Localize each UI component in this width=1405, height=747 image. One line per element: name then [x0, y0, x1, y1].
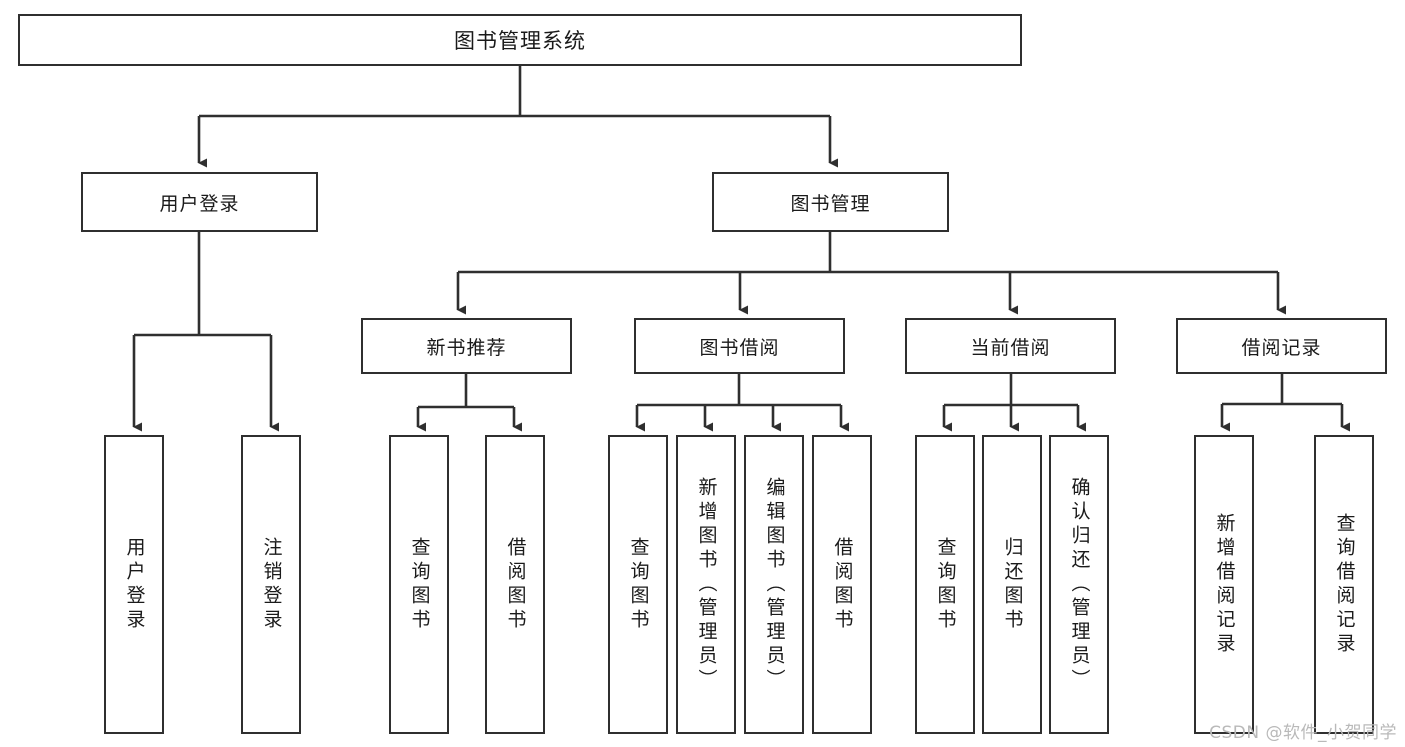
- node-label: 借阅记录: [1241, 336, 1322, 359]
- node-label: 新书推荐: [426, 336, 507, 359]
- node-label: 借阅图书: [504, 536, 527, 633]
- node-label: 图书管理: [790, 192, 871, 215]
- leaf-current-borrow-0[interactable]: 查询图书: [915, 435, 975, 734]
- node-current-borrow[interactable]: 当前借阅: [905, 318, 1116, 374]
- csdn-watermark: CSDN @软件_小贺同学: [1209, 723, 1397, 743]
- node-label: 归还图书: [1001, 536, 1024, 633]
- leaf-current-borrow-1[interactable]: 归还图书: [982, 435, 1042, 734]
- node-label: 新增图书（管理员）: [695, 476, 718, 693]
- leaf-user-login-0[interactable]: 用户登录: [104, 435, 164, 734]
- node-label: 查询图书: [934, 536, 957, 633]
- node-label: 编辑图书（管理员）: [763, 476, 786, 693]
- leaf-borrow-record-0[interactable]: 新增借阅记录: [1194, 435, 1254, 734]
- node-label: 查询图书: [408, 536, 431, 633]
- node-new-book-recommend[interactable]: 新书推荐: [361, 318, 572, 374]
- node-label: 查询借阅记录: [1333, 512, 1356, 657]
- leaf-borrow-record-1[interactable]: 查询借阅记录: [1314, 435, 1374, 734]
- leaf-book-borrow-1[interactable]: 新增图书（管理员）: [676, 435, 736, 734]
- leaf-new-book-rec-1[interactable]: 借阅图书: [485, 435, 545, 734]
- leaf-new-book-rec-0[interactable]: 查询图书: [389, 435, 449, 734]
- node-label: 查询图书: [627, 536, 650, 633]
- node-label: 新增借阅记录: [1213, 512, 1236, 657]
- node-label: 借阅图书: [831, 536, 854, 633]
- node-label: 图书管理系统: [454, 29, 586, 53]
- node-label: 用户登录: [159, 192, 240, 215]
- leaf-user-login-1[interactable]: 注销登录: [241, 435, 301, 734]
- leaf-current-borrow-2[interactable]: 确认归还（管理员）: [1049, 435, 1109, 734]
- node-label: 注销登录: [260, 536, 283, 633]
- leaf-book-borrow-2[interactable]: 编辑图书（管理员）: [744, 435, 804, 734]
- leaf-book-borrow-3[interactable]: 借阅图书: [812, 435, 872, 734]
- node-borrow-record[interactable]: 借阅记录: [1176, 318, 1387, 374]
- node-label: 用户登录: [123, 536, 146, 633]
- node-label: 图书借阅: [699, 336, 780, 359]
- node-book-manage[interactable]: 图书管理: [712, 172, 949, 232]
- leaf-book-borrow-0[interactable]: 查询图书: [608, 435, 668, 734]
- node-root-system[interactable]: 图书管理系统: [18, 14, 1022, 66]
- node-label: 当前借阅: [970, 336, 1051, 359]
- node-user-login[interactable]: 用户登录: [81, 172, 318, 232]
- node-label: 确认归还（管理员）: [1068, 476, 1091, 693]
- node-book-borrow[interactable]: 图书借阅: [634, 318, 845, 374]
